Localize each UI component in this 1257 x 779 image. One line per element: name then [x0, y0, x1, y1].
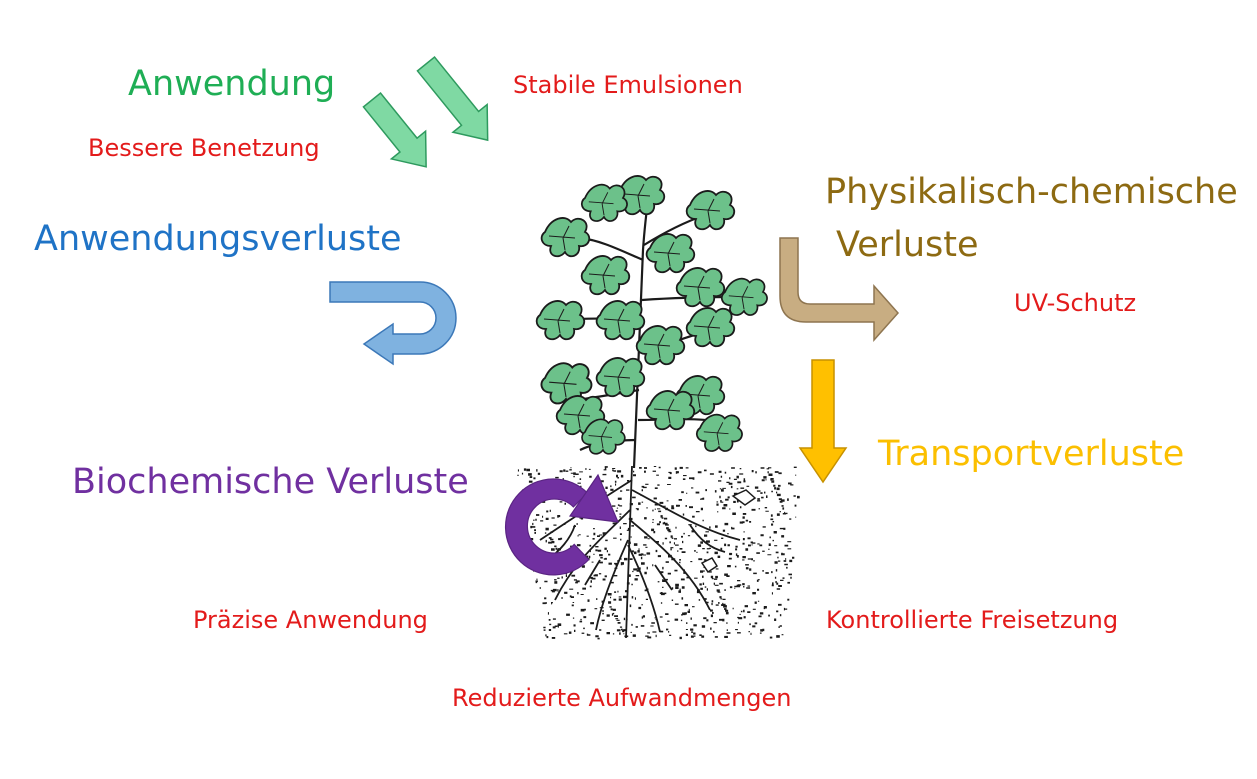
label-anwendung: Anwendung [128, 64, 336, 104]
benefit-kontrollierte-freisetzung: Kontrollierte Freisetzung [826, 606, 1119, 634]
benefit-reduzierte-aufwandmengen: Reduzierte Aufwandmengen [452, 684, 792, 712]
u-turn-left-arrow-icon [329, 281, 457, 366]
label-physikalisch-chemische-line1: Physikalisch-chemische [825, 172, 1238, 212]
benefit-bessere-benetzung: Bessere Benetzung [88, 134, 320, 162]
benefit-uv-schutz: UV-Schutz [1014, 289, 1137, 317]
benefit-praezise-anwendung: Präzise Anwendung [193, 606, 428, 634]
roots [539, 465, 741, 639]
label-transportverluste: Transportverluste [878, 434, 1185, 474]
leaves [535, 175, 768, 455]
bent-right-arrow-icon [779, 237, 900, 342]
down-right-arrow-icon [362, 56, 489, 168]
benefit-stabile-emulsionen: Stabile Emulsionen [513, 71, 743, 99]
circular-arrow-icon [504, 473, 619, 576]
down-arrow-icon [798, 359, 848, 484]
label-anwendungsverluste: Anwendungsverluste [34, 219, 402, 259]
label-physikalisch-chemische-line2: Verluste [836, 225, 979, 265]
label-biochemische-verluste: Biochemische Verluste [72, 462, 469, 502]
